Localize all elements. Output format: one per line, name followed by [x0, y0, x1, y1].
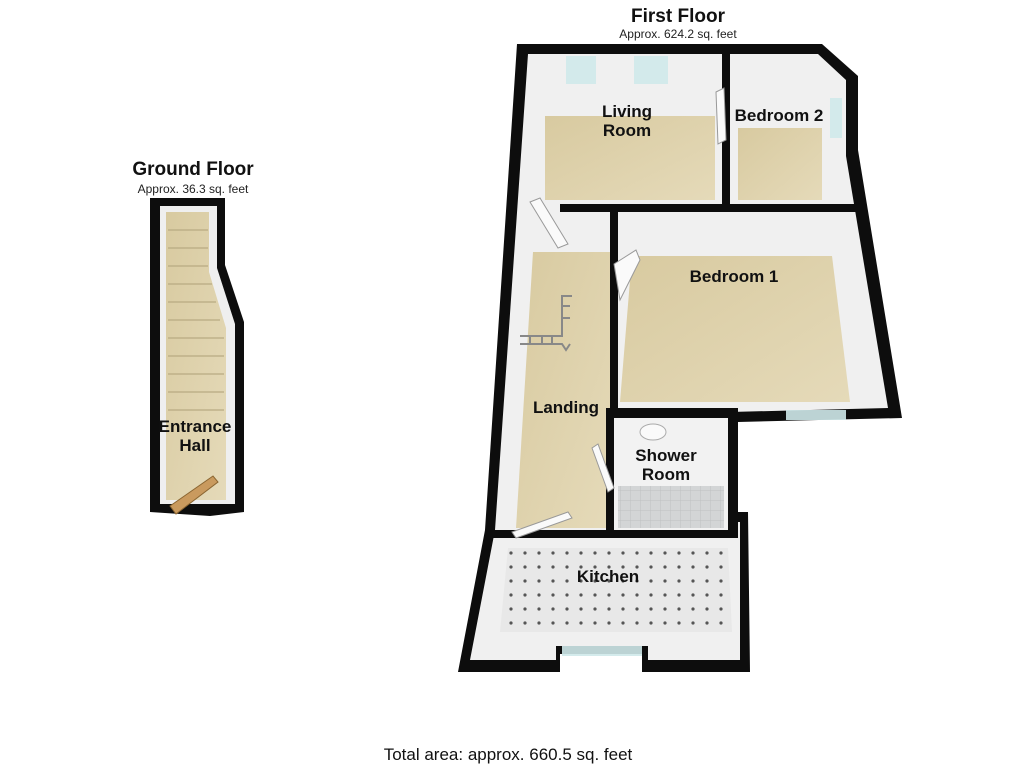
door-bedroom-1 [613, 249, 641, 302]
living-room-label-1: Living [602, 102, 652, 121]
wall-under-living [560, 204, 860, 212]
kitchen-label: Kitchen [577, 567, 639, 586]
entrance-hall-label-1: Entrance [159, 417, 232, 436]
living-room-label-2: Room [603, 121, 651, 140]
shower-room-label-1: Shower [635, 446, 697, 465]
ground-floor-area: Approx. 36.3 sq. feet [138, 182, 249, 196]
door-kitchen [511, 511, 573, 539]
first-floor: First Floor Approx. 624.2 sq. feet Livin… [458, 6, 902, 672]
window-living-2 [634, 56, 668, 84]
landing-label: Landing [533, 398, 599, 417]
shower-room-label-2: Room [642, 465, 690, 484]
window-living-1 [566, 56, 596, 84]
entrance-hall-label-2: Hall [179, 436, 210, 455]
ground-floor: Ground Floor Approx. 36.3 sq. feet Entra… [132, 159, 254, 516]
window-bedroom-2 [830, 98, 842, 138]
door-landing-top [529, 197, 569, 249]
window-bedroom-1 [786, 410, 846, 420]
kitchen-floor [500, 548, 732, 632]
shower-room-tiles [618, 486, 724, 528]
entrance-door [169, 475, 219, 515]
door-shower [591, 443, 615, 493]
landing-banister [520, 295, 572, 352]
total-area: Total area: approx. 660.5 sq. feet [384, 745, 633, 764]
basin-icon [639, 423, 667, 441]
first-floor-area: Approx. 624.2 sq. feet [619, 27, 737, 41]
bedroom-1-floor [620, 256, 850, 402]
window-kitchen [562, 646, 642, 656]
door-living-bed2 [715, 87, 727, 145]
entrance-stairs [168, 229, 224, 411]
wall-landing-kitchen [486, 530, 738, 538]
ground-floor-title: Ground Floor [132, 159, 254, 180]
wall-landing-bed1 [610, 212, 618, 414]
bedroom-2-floor [738, 128, 822, 200]
bedroom-2-label: Bedroom 2 [735, 106, 824, 125]
landing-floor [516, 252, 610, 528]
bedroom-1-label: Bedroom 1 [690, 267, 779, 286]
first-floor-title: First Floor [631, 6, 726, 27]
living-room-floor [545, 116, 715, 200]
